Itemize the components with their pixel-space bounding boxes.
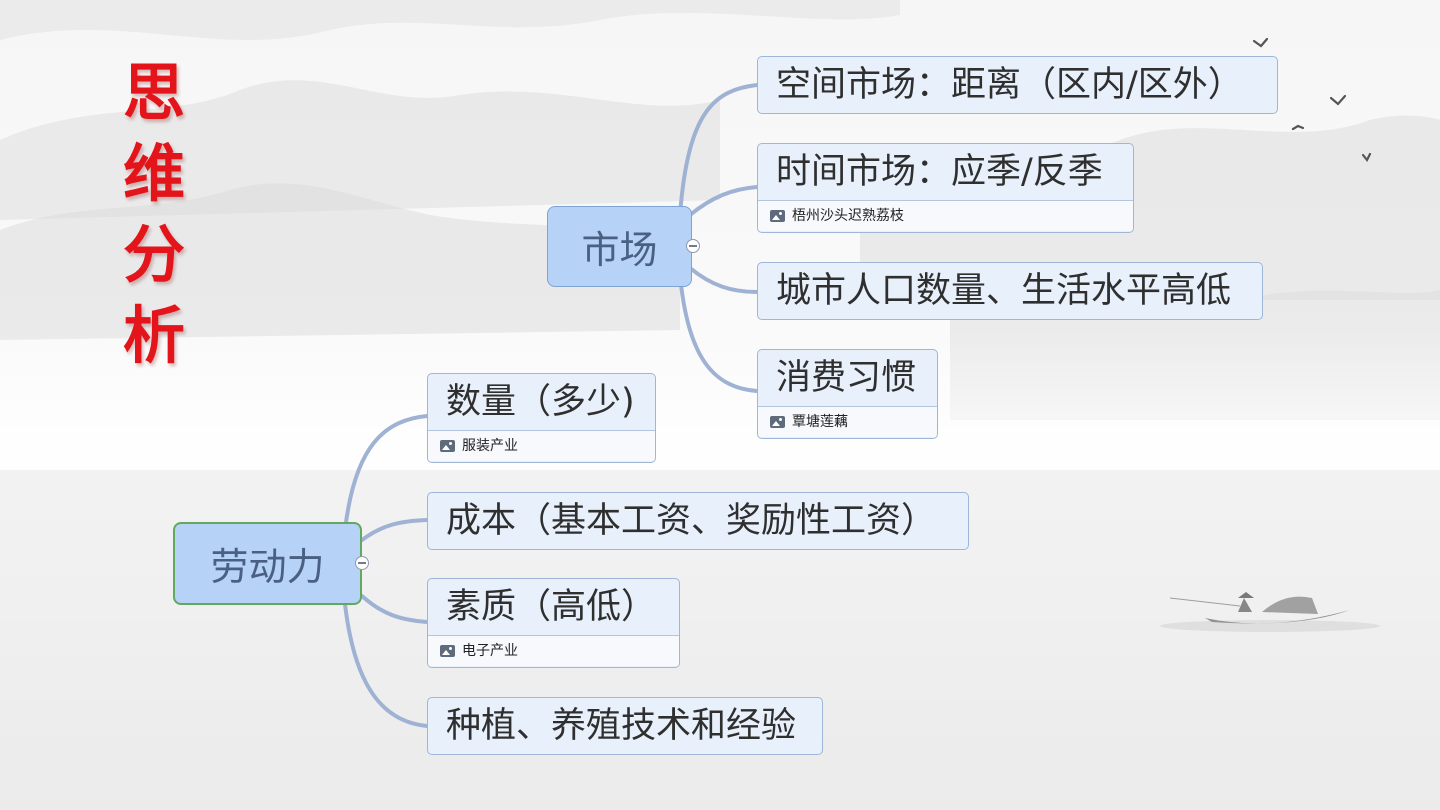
subtopic-label: 数量（多少) (446, 382, 635, 422)
central-topic-label: 劳动力 (210, 545, 325, 589)
image-icon (770, 210, 785, 222)
image-icon (440, 645, 455, 657)
image-attachment[interactable]: 梧州沙头迟熟荔枝 (758, 200, 1133, 231)
subtopic-label: 城市人口数量、生活水平高低 (776, 271, 1232, 311)
subtopic-label: 种植、养殖技术和经验 (446, 706, 797, 746)
collapse-icon[interactable] (355, 555, 369, 570)
subtopic-label: 成本（基本工资、奖励性工资） (446, 501, 937, 541)
subtopic-time-market[interactable]: 时间市场：应季/反季 梧州沙头迟熟荔枝 (757, 143, 1134, 233)
title-char: 思 (122, 56, 185, 129)
subtopic-labor-cost[interactable]: 成本（基本工资、奖励性工资） (427, 492, 969, 550)
attachment-label: 梧州沙头迟熟荔枝 (792, 208, 904, 224)
image-attachment[interactable]: 服装产业 (428, 430, 655, 461)
title-char: 分 (122, 218, 185, 291)
subtopic-labor-quantity[interactable]: 数量（多少) 服装产业 (427, 373, 656, 463)
title-char: 析 (122, 299, 185, 372)
attachment-label: 电子产业 (462, 643, 518, 659)
attachment-label: 服装产业 (462, 438, 518, 454)
subtopic-labor-quality[interactable]: 素质（高低） 电子产业 (427, 578, 680, 668)
subtopic-label: 时间市场：应季/反季 (776, 152, 1103, 192)
image-attachment[interactable]: 电子产业 (428, 635, 679, 666)
subtopic-label: 素质（高低） (446, 587, 657, 627)
subtopic-label: 空间市场：距离（区内/区外） (776, 65, 1243, 105)
central-topic-market[interactable]: 市场 (547, 206, 700, 287)
vertical-title: 思 维 分 析 (118, 52, 190, 376)
image-icon (440, 440, 455, 452)
subtopic-label: 消费习惯 (776, 358, 917, 398)
subtopic-space-market[interactable]: 空间市场：距离（区内/区外） (757, 56, 1278, 114)
subtopic-consumption-habit[interactable]: 消费习惯 覃塘莲藕 (757, 349, 938, 439)
title-char: 维 (122, 137, 185, 210)
image-attachment[interactable]: 覃塘莲藕 (758, 406, 937, 437)
central-topic-labor[interactable]: 劳动力 (173, 522, 369, 605)
central-topic-label: 市场 (581, 228, 658, 272)
birds-illustration (1252, 37, 1372, 163)
boat-illustration (1160, 592, 1380, 632)
image-icon (770, 416, 785, 428)
subtopic-farming-skill[interactable]: 种植、养殖技术和经验 (427, 697, 823, 755)
subtopic-urban-population[interactable]: 城市人口数量、生活水平高低 (757, 262, 1263, 320)
collapse-icon[interactable] (686, 238, 700, 253)
attachment-label: 覃塘莲藕 (792, 414, 848, 430)
